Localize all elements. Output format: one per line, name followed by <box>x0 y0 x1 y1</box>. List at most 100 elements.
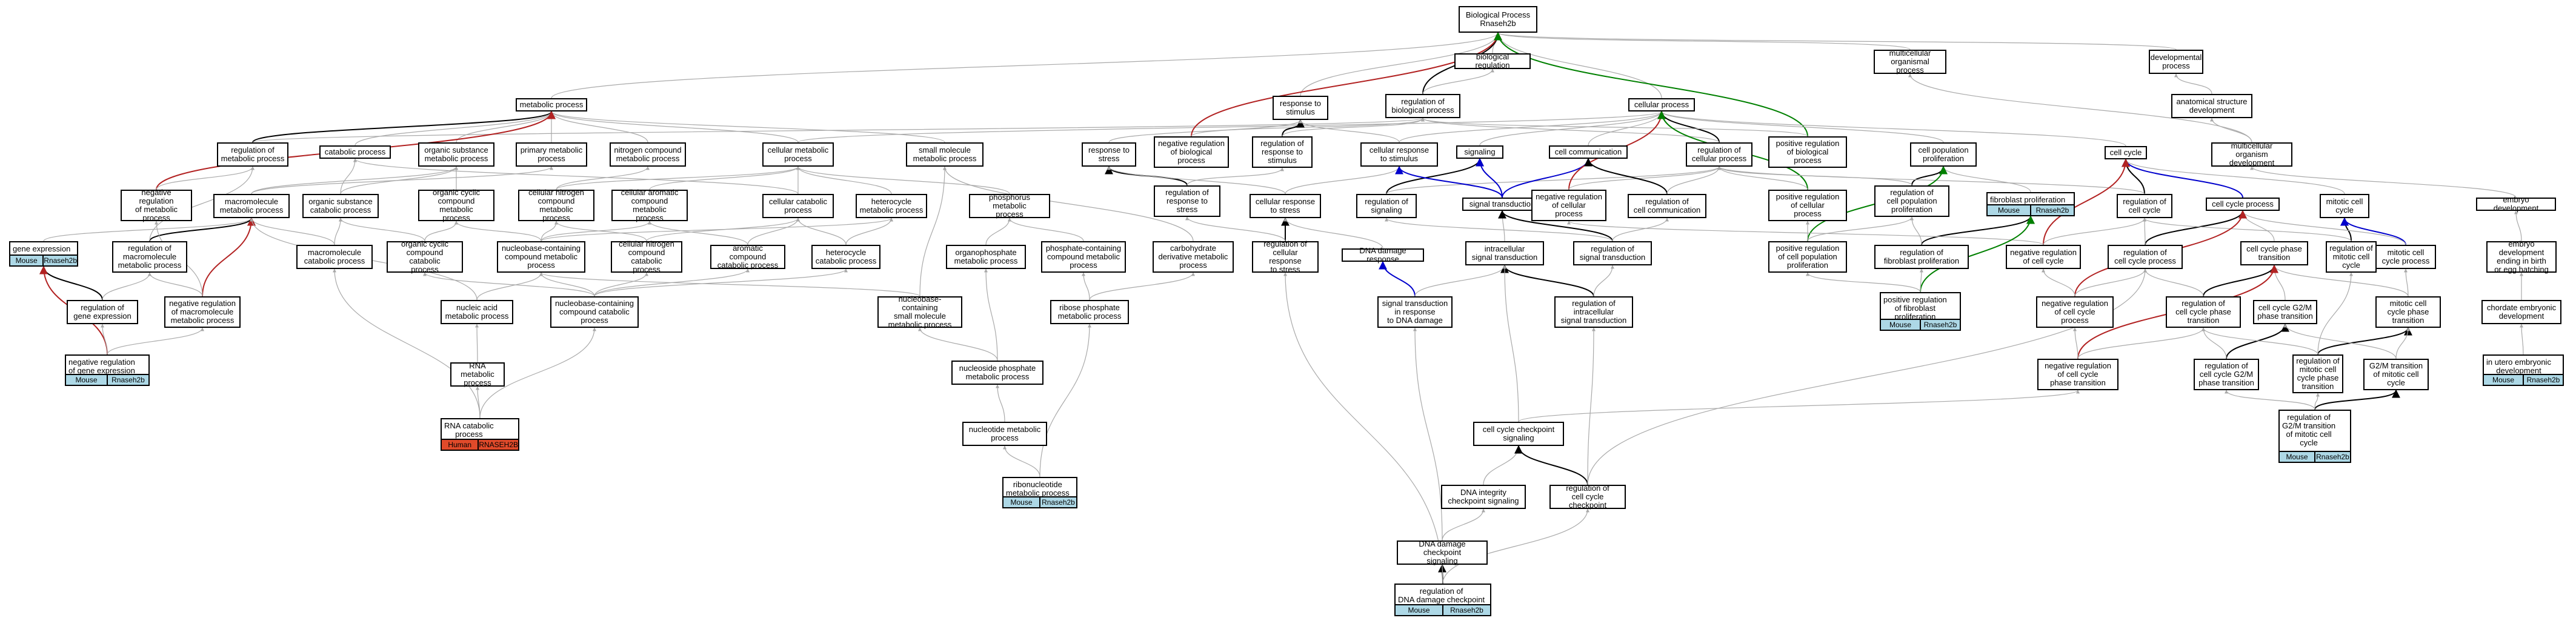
go-term-node-cellcomm[interactable]: cell communication <box>1549 145 1628 159</box>
go-term-node-cellresp[interactable]: cellular response to stimulus <box>1360 142 1438 167</box>
go-term-node-smallmol[interactable]: small molecule metabolic process <box>906 142 983 167</box>
go-term-node-multi[interactable]: multicellular organismal process <box>1874 49 1946 75</box>
go-term-node-ccproc[interactable]: cell cycle process <box>2206 198 2280 211</box>
go-term-node-regccphase[interactable]: regulation of cell cycle phase transitio… <box>2166 296 2241 328</box>
go-term-node-phosph[interactable]: phosphorus metabolic process <box>969 193 1050 219</box>
go-term-node-regg2mmit[interactable]: regulation of G2/M transition of mitotic… <box>2278 410 2351 463</box>
go-term-node-nitro[interactable]: nitrogen compound metabolic process <box>610 142 686 167</box>
go-term-node-regcccheck[interactable]: regulation of cell cycle checkpoint <box>1549 484 1626 510</box>
go-term-node-posregfibro[interactable]: positive regulation of fibroblast prolif… <box>1880 292 1961 331</box>
go-term-node-bioreg[interactable]: biological regulation <box>1454 53 1531 70</box>
go-term-node-regintrasig[interactable]: regulation of intracellular signal trans… <box>1554 296 1633 328</box>
go-term-node-regsigtrans[interactable]: regulation of signal transduction <box>1573 241 1652 265</box>
go-term-node-regcellcomm[interactable]: regulation of cell communication <box>1628 194 1706 218</box>
go-term-node-orgcyc[interactable]: organic cyclic compound metabolic proces… <box>418 188 494 222</box>
go-term-node-mitccproc[interactable]: mitotic cell cycle process <box>2375 245 2436 269</box>
go-term-node-anat[interactable]: anatomical structure development <box>2171 94 2252 118</box>
go-term-node-signaling[interactable]: signaling <box>1456 145 1503 159</box>
go-term-node-ccphase[interactable]: cell cycle phase transition <box>2240 241 2308 265</box>
go-term-node-nucbasecat[interactable]: nucleobase-containing compound catabolic… <box>550 296 639 328</box>
go-term-node-regcellrespstress[interactable]: regulation of cellular response to stres… <box>1252 240 1319 274</box>
go-term-node-posregbp[interactable]: positive regulation of biological proces… <box>1768 136 1847 168</box>
go-term-node-dev[interactable]: developmental process <box>2149 50 2203 74</box>
go-term-node-regmacro[interactable]: regulation of macromolecule metabolic pr… <box>112 241 187 273</box>
go-term-node-posregcell[interactable]: positive regulation of cellular process <box>1768 190 1847 221</box>
go-term-node-regccg2m[interactable]: regulation of cell cycle G2/M phase tran… <box>2194 359 2259 390</box>
go-term-node-dnadamcheck[interactable]: DNA damage checkpoint signaling <box>1397 540 1488 565</box>
go-term-node-regmitcc[interactable]: regulation of mitotic cell cycle <box>2326 241 2377 273</box>
go-term-node-regccproc[interactable]: regulation of cell cycle process <box>2108 245 2183 269</box>
go-term-node-ribosephos[interactable]: ribose phosphate metabolic process <box>1050 300 1129 324</box>
go-term-node-cellmet[interactable]: cellular metabolic process <box>762 142 834 167</box>
go-term-node-g2mmit[interactable]: G2/M transition of mitotic cell cycle <box>2363 359 2429 390</box>
go-term-node-sigdna[interactable]: signal transduction in response to DNA d… <box>1377 296 1453 328</box>
go-term-node-nucsmall[interactable]: nucleobase-containing small molecule met… <box>877 295 962 329</box>
go-term-node-cellpop[interactable]: cell population proliferation <box>1910 142 1977 167</box>
go-term-node-regbp[interactable]: regulation of biological process <box>1385 94 1460 118</box>
go-term-node-catab[interactable]: catabolic process <box>319 145 391 159</box>
go-term-node-regcc[interactable]: regulation of cell cycle <box>2117 194 2172 218</box>
go-term-node-negregbp[interactable]: negative regulation of biological proces… <box>1154 136 1229 168</box>
go-term-node-cellproc[interactable]: cellular process <box>1628 98 1695 111</box>
go-term-node-embryoend[interactable]: embryo development ending in birth or eg… <box>2486 240 2557 274</box>
go-term-node-negregccphase[interactable]: negative regulation of cell cycle phase … <box>2037 359 2118 390</box>
go-term-node-regmet[interactable]: regulation of metabolic process <box>217 142 288 167</box>
go-term-node-mitcc[interactable]: mitotic cell cycle <box>2320 194 2369 218</box>
go-term-node-nucphos[interactable]: nucleoside phosphate metabolic process <box>951 361 1043 385</box>
go-term-node-cellnitrocat[interactable]: cellular nitrogen compound catabolic pro… <box>611 240 682 274</box>
go-term-node-multidev[interactable]: multicellular organism development <box>2211 142 2292 167</box>
go-term-node-embdev[interactable]: embryo development <box>2476 196 2556 213</box>
go-term-node-posregcellpop[interactable]: positive regulation of cell population p… <box>1768 241 1847 273</box>
go-term-node-orgsub[interactable]: organic substance metabolic process <box>418 142 494 167</box>
go-term-node-negregcc[interactable]: negative regulation of cell cycle <box>2006 245 2081 269</box>
go-term-node-resp[interactable]: response to stimulus <box>1273 96 1328 120</box>
go-term-node-cccheck[interactable]: cell cycle checkpoint signaling <box>1473 422 1564 446</box>
go-term-node-cellcat[interactable]: cellular catabolic process <box>762 194 834 218</box>
go-term-node-negregccproc[interactable]: negative regulation of cell cycle proces… <box>2036 296 2114 328</box>
go-term-node-negregmet[interactable]: negative regulation of metabolic process <box>121 188 192 222</box>
go-term-node-orgsubcat[interactable]: organic substance catabolic process <box>302 194 379 218</box>
go-term-node-regfibro[interactable]: regulation of fibroblast proliferation <box>1874 245 1969 269</box>
go-term-node-sigtrans[interactable]: signal transduction <box>1462 198 1542 211</box>
go-term-node-nucacid[interactable]: nucleic acid metabolic process <box>441 300 513 324</box>
go-term-node-dnadamresp[interactable]: DNA damage response <box>1342 247 1424 264</box>
go-term-node-regmitccphase[interactable]: regulation of mitotic cell cycle phase t… <box>2292 354 2343 393</box>
go-term-node-organophos[interactable]: organophosphate metabolic process <box>946 245 1026 269</box>
go-term-node-nucleotide[interactable]: nucleotide metabolic process <box>962 422 1047 446</box>
go-term-node-negregmacro[interactable]: negative regulation of macromolecule met… <box>164 296 241 328</box>
go-term-node-regrespstress[interactable]: regulation of response to stress <box>1154 185 1220 217</box>
go-term-node-cellarom[interactable]: cellular aromatic compound metabolic pro… <box>611 188 688 222</box>
go-term-node-hetmet[interactable]: heterocycle metabolic process <box>856 194 927 218</box>
go-term-node-negregcell[interactable]: negative regulation of cellular process <box>1531 190 1606 221</box>
go-term-node-rnamet[interactable]: RNA metabolic process <box>450 362 505 387</box>
go-term-node-metab[interactable]: metabolic process <box>516 98 587 111</box>
go-term-node-reggeneexp[interactable]: regulation of gene expression <box>67 300 138 324</box>
go-term-node-chordate[interactable]: chordate embryonic development <box>2481 300 2561 324</box>
go-term-node-nucbase[interactable]: nucleobase-containing compound metabolic… <box>497 241 585 273</box>
go-term-node-bp[interactable]: Biological Process Rnaseh2b <box>1459 6 1537 33</box>
go-term-node-cellnitro[interactable]: cellular nitrogen compound metabolic pro… <box>518 188 594 222</box>
go-term-node-regcellpop[interactable]: regulation of cell population proliferat… <box>1874 185 1949 217</box>
go-term-node-phoscont[interactable]: phosphate-containing compound metabolic … <box>1041 241 1126 273</box>
go-term-node-macrocat[interactable]: macromolecule catabolic process <box>296 245 373 269</box>
go-term-node-mitccphase[interactable]: mitotic cell cycle phase transition <box>2375 296 2441 328</box>
go-term-node-hetcat[interactable]: heterocycle catabolic process <box>811 245 880 269</box>
go-term-node-cellcycle[interactable]: cell cycle <box>2105 146 2147 159</box>
go-term-node-respstress[interactable]: response to stress <box>1082 142 1136 167</box>
go-term-node-primmet[interactable]: primary metabolic process <box>516 142 587 167</box>
go-term-node-ccg2m[interactable]: cell cycle G2/M phase transition <box>2253 300 2317 324</box>
go-term-node-carbo[interactable]: carbohydrate derivative metabolic proces… <box>1153 241 1234 273</box>
go-term-node-aromcat[interactable]: aromatic compound catabolic process <box>710 244 785 270</box>
go-term-node-orgcyccat[interactable]: organic cyclic compound catabolic proces… <box>387 240 463 274</box>
go-term-node-regresp[interactable]: regulation of response to stimulus <box>1252 136 1313 168</box>
go-term-node-macromet[interactable]: macromolecule metabolic process <box>213 194 290 218</box>
go-term-node-dnainteg[interactable]: DNA integrity checkpoint signaling <box>1441 485 1526 509</box>
go-term-node-intrasig[interactable]: intracellular signal transduction <box>1465 241 1544 265</box>
